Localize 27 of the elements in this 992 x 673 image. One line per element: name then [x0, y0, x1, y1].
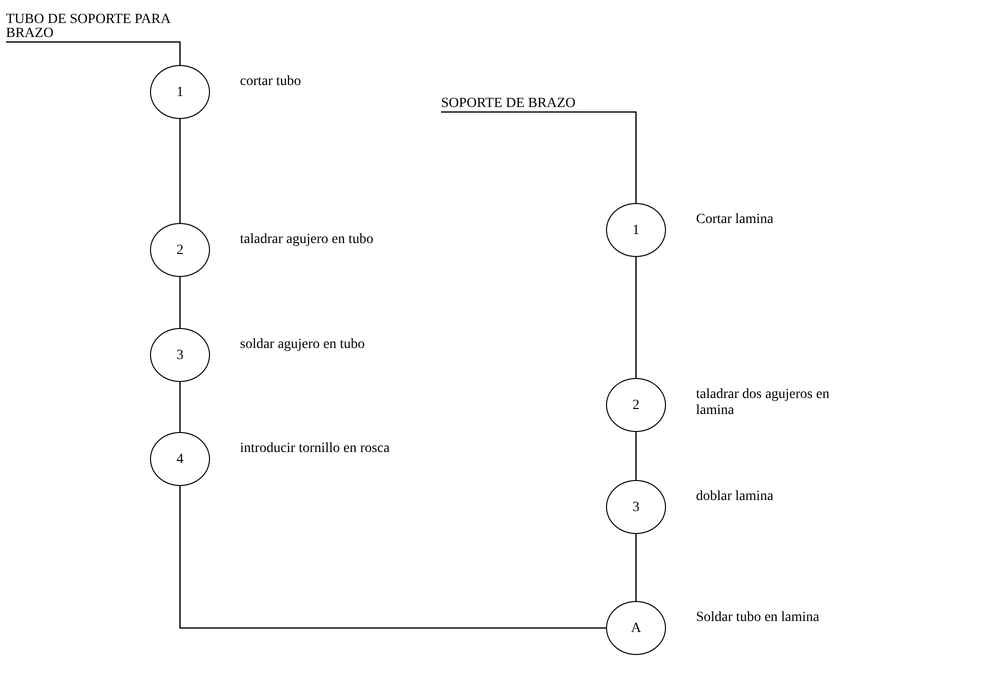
operation-circle: 3	[150, 328, 210, 382]
operation-description: Cortar lamina	[696, 212, 774, 228]
connector-line	[6, 41, 181, 65]
connector-line	[179, 382, 181, 432]
section-heading: TUBO DE SOPORTE PARA BRAZO	[6, 4, 176, 42]
operation-circle: 2	[606, 378, 666, 432]
connector-line	[635, 534, 637, 601]
section-heading: SOPORTE DE BRAZO	[441, 86, 621, 112]
operation-description: doblar lamina	[696, 489, 774, 506]
operation-description: cortar tubo	[240, 74, 302, 90]
operation-circle: 2	[150, 223, 210, 277]
operation-description: introducir tornillo en rosca	[240, 441, 391, 458]
connector-line	[179, 119, 181, 223]
operation-circle: 3	[606, 480, 666, 534]
operation-circle: 4	[150, 432, 210, 486]
connector-line	[179, 277, 181, 328]
operation-description: taladrar dos agujeros en lamina	[696, 387, 830, 420]
operation-description: taladrar agujero en tubo	[240, 232, 374, 248]
operation-circle: 1	[150, 65, 210, 119]
connector-line	[441, 111, 637, 203]
connector-line	[179, 486, 606, 629]
operation-description: soldar agujero en tubo	[240, 337, 366, 354]
operation-circle: A	[606, 601, 666, 655]
operation-description: Soldar tubo en lamina	[696, 610, 820, 626]
connector-line	[635, 432, 637, 480]
operation-circle: 1	[606, 203, 666, 257]
connector-line	[635, 257, 637, 378]
